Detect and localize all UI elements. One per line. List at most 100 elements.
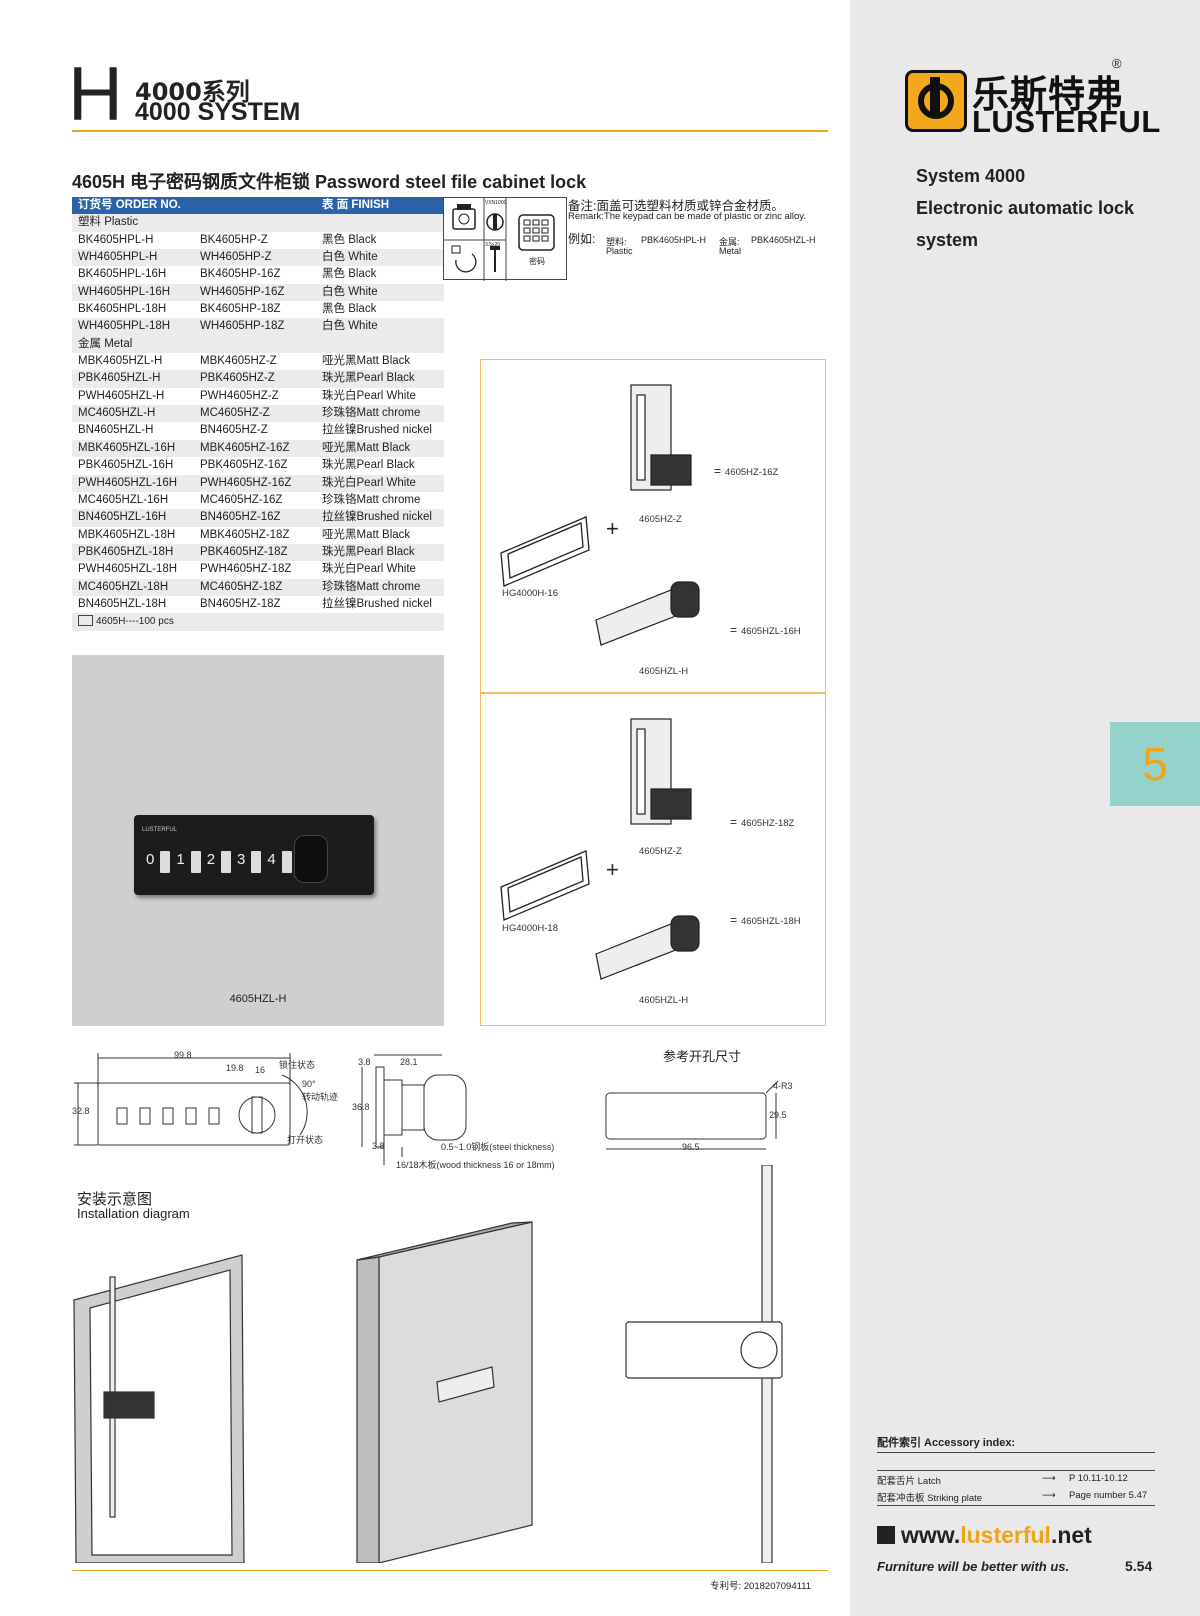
cell-finish: 珠光白Pearl White [322,476,416,489]
website-link[interactable]: www.lusterful.net [877,1522,1092,1549]
label-lock-bottom: 4605HZL-H [639,995,689,1006]
accessory-row: 配套舌片 Latch ⟶ P 10.11-10.12 [877,1473,1155,1487]
section-plastic: 塑料 Plastic [72,214,444,232]
footer-divider [72,1570,828,1571]
installation-title-cn: 安装示意图 [77,1191,153,1208]
cell-order-no: PWH4605HZL-18H [78,563,178,576]
chapter-tab[interactable]: 5 [1110,722,1200,806]
web-suffix: .net [1050,1522,1092,1548]
cell-finish: 哑光黑Matt Black [322,441,411,454]
cell-finish: 黑色 Black [322,268,377,281]
cell-order-no: WH4605HPL-18H [78,320,171,333]
cell-finish: 白色 White [322,320,378,333]
brand-name-en: LUSTERFUL [972,104,1161,139]
plus-sign: + [606,857,619,882]
cell-finish: 珠光白Pearl White [322,389,416,402]
lock-brand: LUSTERFUL [142,827,178,833]
header-divider [72,130,828,132]
brand-name-cn: 乐斯特弗 [972,73,1124,116]
accessory-title: 配件索引 Accessory index: [877,1437,1016,1449]
example-metal-code: PBK4605HZL-H [751,235,816,245]
cell-order-alt: WH4605HP-18Z [200,320,285,333]
order-table: 订货号 ORDER NO. 表 面 FINISH 塑料 Plastic BK46… [72,197,444,631]
accessory-divider [877,1452,1155,1453]
diagram-16-drawing [500,384,700,646]
cell-order-no: MBK4605HZL-H [78,355,163,368]
state-locked: 锁住状态 [279,1060,316,1070]
example-metal-en: Metal [719,246,742,256]
cell-finish: 珍珠铬Matt chrome [322,580,421,593]
dim-d1: 19.8 [226,1063,244,1073]
cell-order-no: BK4605HPL-H [78,233,154,246]
digit-key: 3 [237,851,246,868]
cell-finish: 珍珠铬Matt chrome [322,493,421,506]
cell-order-no: PWH4605HZL-H [78,389,165,402]
accessory-divider [877,1470,1155,1471]
cell-finish: 哑光黑Matt Black [322,355,411,368]
lock-vertical-icon [630,718,692,825]
lock-horizontal-icon [595,581,700,646]
key-slot [221,851,232,873]
cell-order-no: BN4605HZL-16H [78,511,167,524]
accessory-page[interactable]: Page number 5.47 [1069,1490,1148,1501]
cell-order-alt: PWH4605HZ-16Z [200,476,292,489]
arrow-right-icon: ⟶ [1042,1473,1056,1484]
keypad-label: 密码 [529,257,545,266]
key-slot [160,851,171,873]
cell-finish: 黑色 Black [322,233,377,246]
accessory-row: 配套冲击板 Striking plate ⟶ Page number 5.47 [877,1490,1155,1504]
diagram-16-frame: 4605HZ-Z = 4605HZ-16Z + HG4000H-16 = 460… [480,359,826,693]
cell-order-alt: MC4605HZ-18Z [200,580,283,593]
cell-finish: 珠光黑Pearl Black [322,545,415,558]
cell-order-alt: WH4605HP-16Z [200,285,285,298]
cell-finish: 珠光黑Pearl Black [322,372,415,385]
eq-sign: = [730,913,738,927]
label-eq-top: 4605HZ-16Z [725,467,779,478]
system-line-2: Electronic automatic lock [916,198,1135,218]
header-finish: 表 面 FINISH [322,199,390,211]
icons-box: VXN1000 3.5x20 密码 [443,197,567,281]
label-lock-top: 4605HZ-Z [639,846,682,857]
cutout-radius: 4-R3 [773,1081,793,1091]
label-eq-bottom: 4605HZL-16H [741,626,801,637]
arrow-right-icon: ⟶ [1042,1490,1056,1501]
cell-order-alt: BK4605HP-Z [200,233,268,246]
keypad-icon [518,214,555,251]
dim-width: 99.8 [174,1050,192,1060]
cell-finish: 白色 White [322,285,378,298]
remark-en: Remark:The keypad can be made of plastic… [568,211,806,222]
cell-order-alt: WH4605HP-Z [200,251,272,264]
accessory-page[interactable]: P 10.11-10.12 [1069,1473,1128,1484]
label-plate: HG4000H-16 [502,588,558,599]
package-icon [78,615,93,627]
section-label: 金属 Metal [78,337,133,350]
cell-order-alt: PBK4605HZ-Z [200,372,275,385]
photo-caption: 4605HZL-H [229,993,287,1005]
patent-number: 专利号: 2018207094111 [710,1581,812,1592]
state-open: 打开状态 [287,1135,324,1145]
cell-order-alt: BK4605HP-16Z [200,268,281,281]
page-number: 5.54 [1125,1558,1153,1574]
example-plastic-code: PBK4605HPL-H [641,235,707,245]
lock-keypad: 0 1 2 3 4 ok [146,851,314,873]
cell-order-alt: MBK4605HZ-18Z [200,528,290,541]
key-slot [251,851,262,873]
accessory-name: 配套冲击板 Striking plate [877,1493,983,1504]
cell-order-no: BK4605HPL-18H [78,303,167,316]
send-icon [877,1525,895,1544]
vxn-label: VXN1000 [485,200,507,206]
cutout-width: 96.5 [682,1142,700,1152]
dim-d2: 16 [255,1065,266,1075]
rotation-track: 转动轨迹 [302,1092,339,1102]
cell-finish: 珠光黑Pearl Black [322,459,415,472]
cell-finish: 珍珠铬Matt chrome [322,407,421,420]
diagram-18-drawing [500,718,700,980]
lock-vertical-icon [630,384,692,491]
